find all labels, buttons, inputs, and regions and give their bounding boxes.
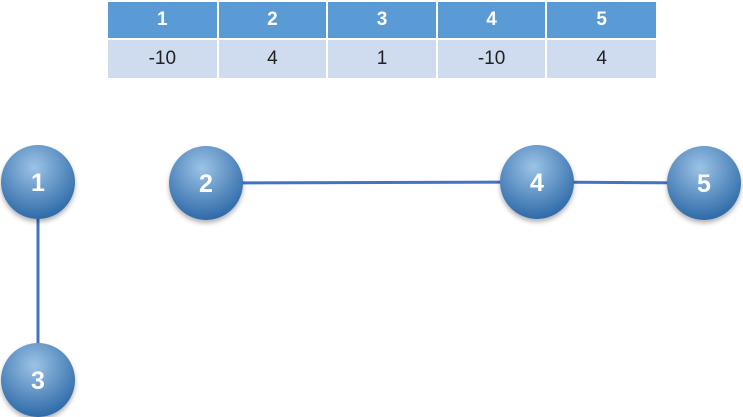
table-cell: 1 [326,39,437,78]
node-4: 4 [500,145,574,219]
edge-2-4 [205,180,538,185]
node-label: 4 [530,169,544,197]
table-header-cell: 1 [108,2,218,40]
node-circle [1,343,75,417]
node-circle [169,146,243,220]
node-circle [667,146,741,220]
table-header-cell: 2 [216,2,328,40]
node-2: 2 [169,146,243,220]
value-table: 1 2 3 4 5 -10 4 1 -10 4 [108,2,656,78]
table-cell: 4 [545,39,656,78]
table-cell: -10 [108,39,218,78]
table-header-row: 1 2 3 4 5 [108,2,656,40]
node-1: 1 [1,145,75,219]
node-label: 1 [31,169,45,197]
table-cell: 4 [216,39,328,78]
table-header-cell: 4 [435,2,547,40]
node-circle [500,145,574,219]
table-header-cell: 5 [545,2,656,40]
table-cell: -10 [435,39,547,78]
node-5: 5 [667,146,741,220]
node-label: 3 [31,367,45,395]
table-row: -10 4 1 -10 4 [108,39,656,78]
node-circle [1,145,75,219]
node-label: 5 [697,170,711,198]
node-label: 2 [199,170,213,198]
table-header-cell: 3 [326,2,437,40]
node-3: 3 [1,343,75,417]
